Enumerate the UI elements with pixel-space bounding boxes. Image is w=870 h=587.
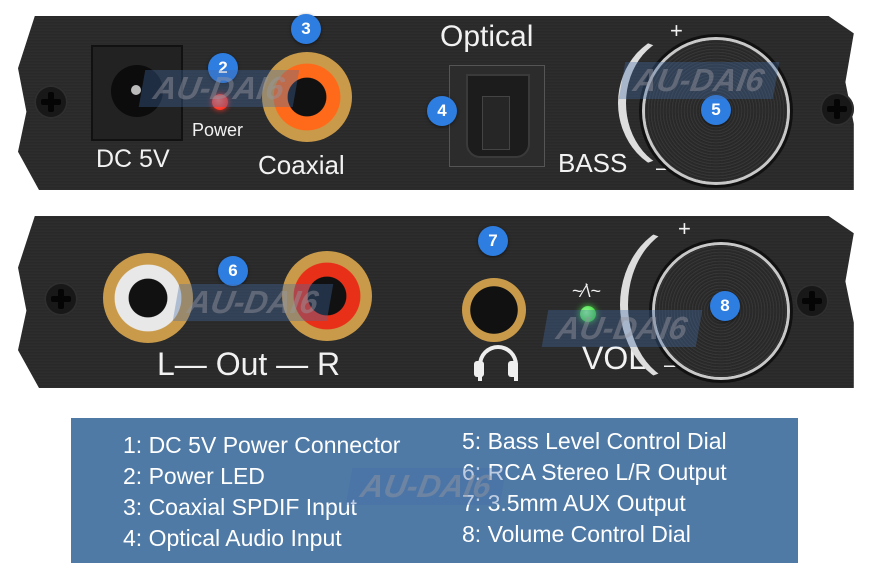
signal-led — [580, 306, 596, 322]
screw-icon — [795, 284, 829, 318]
power-label: Power — [192, 120, 244, 140]
watermark: AU-DAI6 — [345, 468, 507, 505]
badge-6: 6 — [218, 256, 248, 286]
headphone-icon — [474, 343, 518, 381]
watermark: AU-DAI6 — [172, 284, 334, 321]
legend-item-2: 2: Power LED — [123, 463, 265, 489]
badge-5: 5 — [701, 95, 731, 125]
out-lr-label: L— Out — R — [157, 346, 341, 382]
bass-arc-indicator — [618, 32, 749, 174]
bass-label: BASS — [558, 148, 628, 178]
watermark: AU-DAI6 — [618, 62, 780, 99]
rca-right-output-jack[interactable] — [282, 251, 372, 341]
legend-item-6: 6: RCA Stereo L/R Output — [462, 459, 727, 485]
screw-icon — [820, 92, 854, 126]
screw-icon — [34, 85, 68, 119]
screw-icon — [44, 282, 78, 316]
signal-wave-icon: ~⁄\~ — [572, 281, 602, 301]
optical-label: Optical — [440, 20, 534, 53]
legend-item-8: 8: Volume Control Dial — [462, 521, 691, 547]
watermark: AU-DAI6 — [541, 310, 703, 347]
aux-headphone-jack[interactable] — [462, 278, 526, 342]
legend-item-7: 7: 3.5mm AUX Output — [462, 490, 686, 516]
dc-5v-label: DC 5V — [96, 145, 170, 173]
coaxial-input-jack[interactable] — [262, 52, 352, 142]
badge-4: 4 — [427, 96, 457, 126]
badge-3: 3 — [291, 14, 321, 44]
coaxial-label: Coaxial — [258, 150, 345, 180]
legend-item-3: 3: Coaxial SPDIF Input — [123, 494, 357, 520]
power-led — [212, 94, 228, 110]
badge-8: 8 — [710, 291, 740, 321]
legend-item-1: 1: DC 5V Power Connector — [123, 432, 401, 458]
optical-input-port[interactable] — [449, 65, 545, 167]
legend-item-5: 5: Bass Level Control Dial — [462, 428, 727, 454]
legend-box: 1: DC 5V Power Connector 2: Power LED 3:… — [71, 418, 798, 563]
watermark: AU-DAI6 — [138, 70, 300, 107]
dc-power-jack[interactable] — [91, 45, 183, 141]
legend-item-4: 4: Optical Audio Input — [123, 525, 342, 551]
rca-left-output-jack[interactable] — [103, 253, 193, 343]
badge-2: 2 — [208, 53, 238, 83]
badge-7: 7 — [478, 226, 508, 256]
volume-arc-indicator — [620, 222, 761, 388]
